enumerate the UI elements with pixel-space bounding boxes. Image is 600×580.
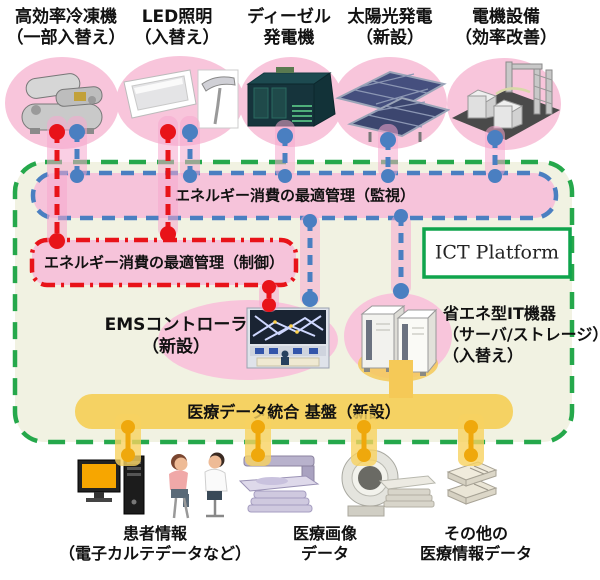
label-electric: 電機設備（効率改善） [455,7,557,48]
ict-platform-label: ICT Platform [434,241,560,264]
server-storage-image [360,304,438,376]
ems-controller-label: EMSコントローラ（新設） [104,315,248,357]
medical-bar-label: 医療データ統合 基盤（新設） [187,402,401,422]
control-line-dots [49,124,276,312]
monitoring-lines-blue [74,132,498,299]
monitoring-line-dots [69,124,503,307]
control-lines-red [54,132,272,305]
ct-scanner-image [341,449,436,517]
desktop-pc-image [77,455,145,515]
label-solar: 太陽光発電（新設） [347,7,433,48]
label-chiller: 高効率冷凍機（一部入替え） [6,7,126,48]
label-patient-info: 患者情報（電子カルテデータなど） [58,524,252,563]
electrical-equipment-image [452,61,560,140]
control-bar-label: エネルギー消費の最適管理（制御） [43,253,285,272]
monitoring-bar-label: エネルギー消費の最適管理（監視） [174,186,416,205]
it-equipment-label: 省エネ型IT機器（サーバ/ストレージ）（入替え） [443,304,600,365]
solar-panels-image [335,70,450,142]
label-diesel: ディーゼル発電機 [247,7,331,48]
exam-table-image [238,455,320,513]
label-other-medical-data: その他の医療情報データ [419,524,533,563]
ems-controller-image [246,307,330,369]
label-led: LED照明（入替え） [134,7,220,48]
diesel-generator-image [246,67,336,127]
doctor-patient-image [169,452,228,519]
led-lighting-image [123,69,239,129]
chiller-image [21,73,103,134]
label-medical-image-data: 医療画像データ [292,524,358,563]
documents-image [446,461,498,505]
pink-connector-bands [47,116,505,312]
